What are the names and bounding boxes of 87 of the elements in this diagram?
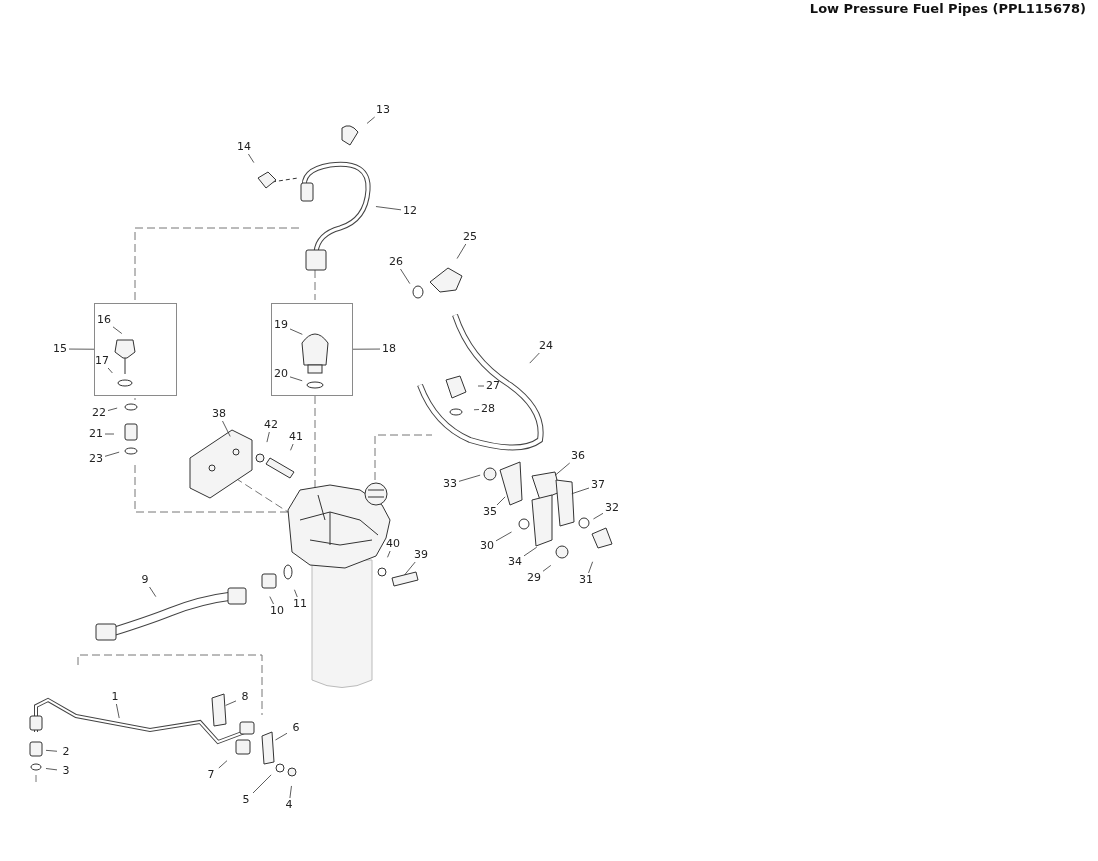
callout-number: 37 <box>589 478 607 492</box>
callout-number: 36 <box>569 449 587 463</box>
leader-line <box>477 385 485 387</box>
leader-line <box>45 768 58 771</box>
callout-number: 22 <box>90 406 108 420</box>
callout-number: 30 <box>478 539 496 553</box>
leader-line <box>149 586 157 598</box>
leader-line <box>68 348 95 350</box>
leader-line <box>375 206 402 211</box>
callout-number: 13 <box>374 103 392 117</box>
leader-line <box>400 268 411 285</box>
callout-number: 34 <box>506 555 524 569</box>
callout-number: 28 <box>479 402 497 416</box>
callout-number: 2 <box>57 745 75 759</box>
callout-number: 32 <box>603 501 621 515</box>
callout-frame <box>271 303 353 396</box>
callout-frame <box>94 303 177 396</box>
leader-line <box>107 367 113 374</box>
leader-line <box>554 462 571 476</box>
callout-number: 8 <box>236 690 254 704</box>
leader-line <box>275 732 288 741</box>
leader-line <box>290 443 294 451</box>
callout-number: 23 <box>87 452 105 466</box>
leader-line <box>289 785 292 799</box>
leader-line <box>225 700 237 706</box>
callout-number: 21 <box>87 427 105 441</box>
callout-number: 11 <box>291 597 309 611</box>
leader-line <box>495 531 512 542</box>
leader-line <box>107 407 118 411</box>
callout-number: 6 <box>287 721 305 735</box>
leader-line <box>387 550 391 558</box>
leader-line <box>248 153 255 163</box>
diagram-title: Low Pressure Fuel Pipes (PPL115678) <box>809 1 1086 16</box>
leader-line <box>116 703 120 719</box>
leader-line <box>266 431 270 443</box>
callout-number: 39 <box>412 548 430 562</box>
callout-number: 40 <box>384 537 402 551</box>
callout-number: 17 <box>93 354 111 368</box>
callout-number: 38 <box>210 407 228 421</box>
callout-number: 5 <box>237 793 255 807</box>
callout-number: 26 <box>387 255 405 269</box>
leader-line <box>588 561 594 574</box>
leader-line <box>222 420 231 437</box>
callout-number: 12 <box>401 204 419 218</box>
callout-number: 3 <box>57 764 75 778</box>
callout-number: 31 <box>577 573 595 587</box>
callout-number: 7 <box>202 768 220 782</box>
callout-number: 33 <box>441 477 459 491</box>
leader-line <box>404 561 416 576</box>
leader-line <box>289 376 303 382</box>
leader-line <box>523 546 538 557</box>
leader-line <box>593 512 604 520</box>
callout-number: 25 <box>461 230 479 244</box>
callout-number: 20 <box>272 367 290 381</box>
leader-line <box>529 352 540 364</box>
callout-number: 4 <box>280 798 298 812</box>
leader-line <box>571 487 590 495</box>
callout-number: 1 <box>106 690 124 704</box>
callout-number: 9 <box>136 573 154 587</box>
callout-number: 29 <box>525 571 543 585</box>
callout-number: 15 <box>51 342 69 356</box>
leader-line <box>473 409 480 411</box>
leader-line <box>104 451 120 457</box>
callout-number: 19 <box>272 318 290 332</box>
leader-line <box>456 243 467 259</box>
leader-line <box>542 565 552 572</box>
callout-number: 10 <box>268 604 286 618</box>
leader-line <box>458 474 481 482</box>
leader-line <box>294 589 298 598</box>
leader-line <box>104 433 115 435</box>
leader-line <box>269 596 274 605</box>
leader-line <box>218 760 228 769</box>
leader-line <box>352 348 381 350</box>
callout-number: 41 <box>287 430 305 444</box>
callout-number: 42 <box>262 418 280 432</box>
callout-number: 14 <box>235 140 253 154</box>
leader-line <box>252 774 272 794</box>
leader-line <box>496 496 506 506</box>
callout-number: 24 <box>537 339 555 353</box>
callout-number: 18 <box>380 342 398 356</box>
callout-number: 27 <box>484 379 502 393</box>
leader-line <box>366 116 376 124</box>
leader-line <box>45 749 58 752</box>
leader-line <box>112 326 123 334</box>
callout-number: 16 <box>95 313 113 327</box>
leader-line <box>289 328 303 335</box>
callout-number: 35 <box>481 505 499 519</box>
